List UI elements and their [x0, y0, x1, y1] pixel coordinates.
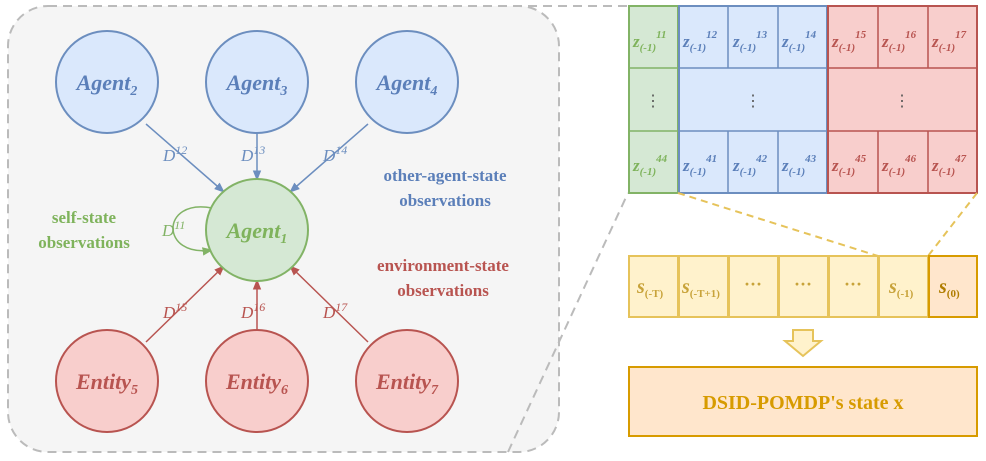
edge-entity5-agent1: [145, 265, 225, 343]
edge-label-d16: D16: [240, 300, 265, 322]
node-agent1-label: Agent1: [225, 218, 288, 247]
node-agent3-label: Agent3: [225, 70, 288, 99]
state-cell-s-minus-T-plus-1: s(-T+1): [681, 276, 720, 300]
state-cell-dots: ···: [744, 274, 762, 294]
down-arrow-icon: [782, 329, 824, 358]
edge-label-d14: D14: [322, 143, 347, 165]
node-agent3-circle: [205, 30, 309, 134]
node-entity5-circle: [55, 329, 159, 433]
matrix-vdots-red: ⋮: [894, 93, 910, 110]
edge-self-loop: [172, 206, 214, 256]
node-entity7-circle: [355, 329, 459, 433]
zoom-connector-matrix-left: [677, 192, 879, 257]
edge-label-d17: D17: [322, 300, 348, 322]
matrix-cell: z(-1)44: [632, 153, 668, 178]
observation-matrix: z(-1)11 z(-1)12 z(-1)13 z(-1)14 z(-1)15 …: [628, 5, 978, 194]
matrix-cell: z(-1)13: [732, 29, 768, 54]
matrix-cell: z(-1)45: [831, 153, 867, 178]
matrix-cell: z(-1)15: [831, 29, 867, 54]
state-cell-s-0: s(0): [938, 276, 960, 300]
matrix-vdots-green: ⋮: [645, 93, 661, 110]
state-cell-dots: ···: [794, 274, 812, 294]
node-entity6-circle: [205, 329, 309, 433]
matrix-vdots-blue: ⋮: [745, 93, 761, 110]
state-sequence: s(-T) s(-T+1) ··· ··· ··· s(-1) s(0): [628, 255, 978, 318]
node-agent4-circle: [355, 30, 459, 134]
node-agent2-label: Agent2: [75, 70, 138, 99]
node-agent2-circle: [55, 30, 159, 134]
matrix-cell: z(-1)42: [732, 153, 768, 178]
edge-label-d15: D15: [162, 300, 187, 322]
matrix-cell: z(-1)46: [881, 153, 917, 178]
state-cell-s-minus-T: s(-T): [636, 276, 663, 300]
matrix-blue-block: [678, 5, 828, 194]
node-agent1-circle: [205, 178, 309, 282]
zoom-connector-bottom: [507, 192, 629, 453]
state-cell-s-minus-1: s(-1): [888, 276, 914, 300]
matrix-cell: z(-1)12: [682, 29, 718, 54]
matrix-cell: z(-1)43: [781, 153, 817, 178]
node-entity6-label: Entity6: [225, 369, 288, 398]
matrix-cell: z(-1)41: [682, 153, 717, 178]
state-cell-dots: ···: [844, 274, 862, 294]
matrix-cell: z(-1)11: [632, 29, 667, 54]
edge-agent4-agent1: [289, 123, 369, 193]
matrix-red-block: [827, 5, 978, 194]
edge-label-d11: D11: [161, 218, 185, 240]
edge-label-d12: D12: [162, 143, 187, 165]
node-agent4-label: Agent4: [375, 70, 438, 99]
matrix-cell: z(-1)16: [881, 29, 917, 54]
state-box-label: DSID-POMDP's state x: [702, 392, 903, 414]
matrix-cell: z(-1)17: [931, 29, 967, 54]
edge-agent2-agent1: [145, 123, 225, 193]
matrix-cell: z(-1)47: [931, 153, 967, 178]
node-entity5-label: Entity5: [75, 369, 138, 398]
matrix-cell: z(-1)14: [781, 29, 817, 54]
node-entity7-label: Entity7: [375, 369, 439, 398]
edge-label-d13: D13: [240, 143, 265, 165]
state-box: [628, 366, 978, 437]
edge-entity7-agent1: [289, 265, 369, 343]
matrix-green-column: [628, 5, 679, 194]
zoom-connector-matrix-right: [927, 192, 978, 257]
